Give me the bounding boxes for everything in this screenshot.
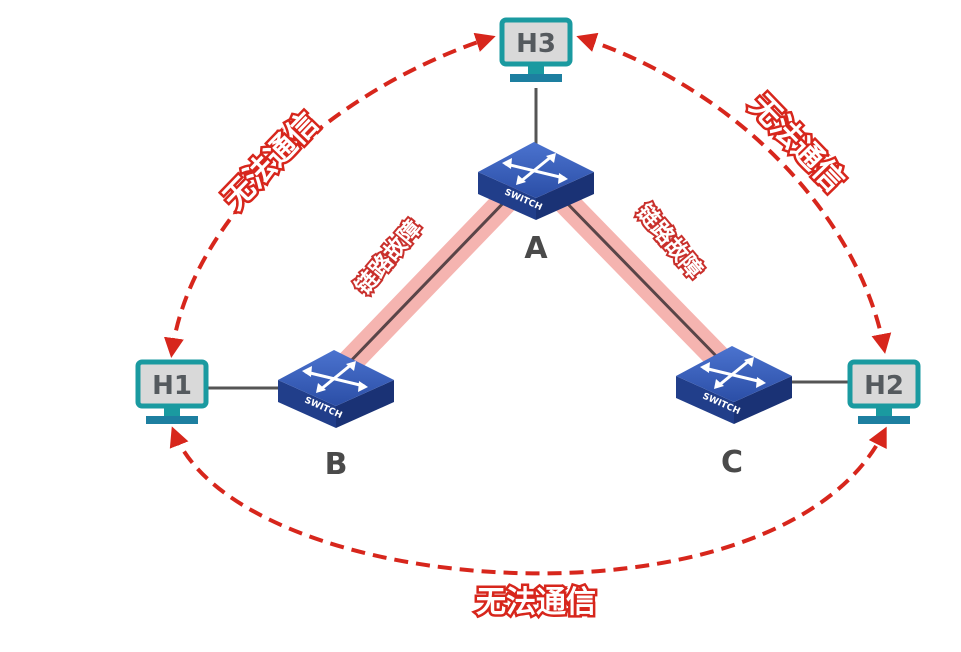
no-comm-label-h1-h2: 无法通信	[476, 585, 596, 620]
host-h3: H3	[502, 20, 570, 82]
no-comm-arrow-h1-h3	[163, 32, 496, 358]
switch-b: SWITCH	[276, 348, 396, 430]
no-comm-arrow-h3-h2	[576, 32, 892, 354]
no-comm-label-h1-h3: 无法通信	[217, 106, 326, 217]
no-comm-arrow-h1-h2	[169, 426, 887, 576]
host-h2-label: H2	[864, 371, 904, 401]
host-h1-label: H1	[152, 371, 192, 401]
host-h3-label: H3	[516, 29, 556, 59]
host-h2: H2	[850, 362, 918, 424]
host-h1: H1	[138, 362, 206, 424]
switch-a-label: A	[524, 231, 548, 266]
switch-c-label: C	[721, 445, 743, 480]
switch-b-label: B	[325, 447, 348, 482]
switch-c: SWITCH	[674, 344, 794, 426]
